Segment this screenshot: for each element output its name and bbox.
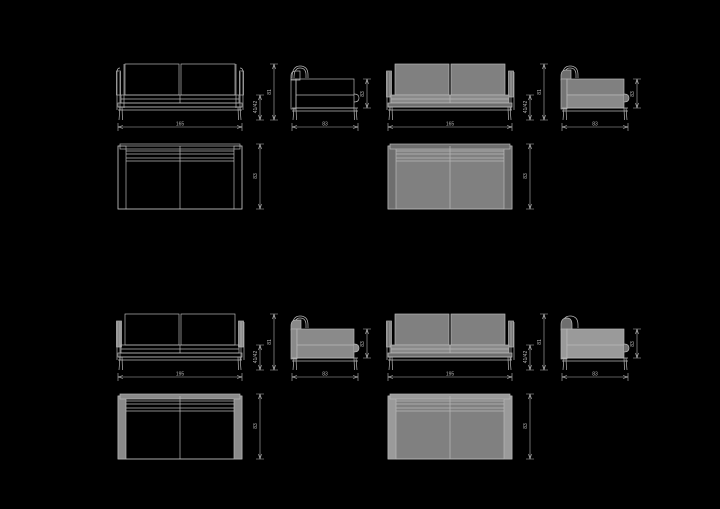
side-elevation-filled	[560, 65, 630, 121]
front-elevation-outline	[116, 313, 245, 371]
dimension-depth-side	[561, 123, 629, 131]
dimension-height-vertical	[526, 63, 548, 121]
dimension-height-vertical	[256, 63, 278, 121]
width-label-front: 165	[176, 122, 185, 128]
seat-height-label: 41/42	[253, 101, 259, 114]
plan-view-outline	[117, 393, 243, 460]
dimension-width-front	[117, 373, 243, 381]
dimension-height-vertical	[526, 313, 548, 371]
seat-height-label: 41/42	[253, 351, 259, 364]
variant-top-right: 165 41/42 81	[378, 50, 641, 215]
seat-height-label: 41/42	[523, 351, 529, 364]
side-elevation-outline	[290, 65, 360, 121]
side-height-label: 83	[360, 341, 366, 347]
plan-view-filled	[387, 393, 513, 460]
side-height-label: 83	[360, 91, 366, 97]
dimension-width-front	[387, 373, 513, 381]
side-height-label: 83	[630, 91, 636, 97]
dimension-height-vertical	[256, 313, 278, 371]
seat-height-label: 41/42	[523, 101, 529, 114]
side-height-label: 83	[630, 341, 636, 347]
dimension-side-height	[633, 328, 641, 359]
dimension-plan-depth	[526, 393, 534, 460]
side-elevation-filled	[560, 315, 630, 371]
dimension-depth-side	[561, 373, 629, 381]
dimension-side-height	[363, 78, 371, 109]
plan-view-filled	[387, 143, 513, 210]
width-label-front: 195	[446, 372, 455, 378]
side-elevation-outline	[290, 315, 360, 371]
dimension-plan-depth	[256, 143, 264, 210]
dimension-side-height	[363, 328, 371, 359]
depth-label-side: 83	[592, 122, 598, 128]
total-height-label: 81	[267, 339, 273, 345]
dimension-depth-side	[291, 373, 359, 381]
variant-bottom-left: 195 41/42 81	[108, 300, 371, 465]
depth-label-side: 83	[322, 372, 328, 378]
variant-top-left: 165 41/42 81	[108, 50, 371, 215]
total-height-label: 81	[267, 89, 273, 95]
depth-label-side: 83	[592, 372, 598, 378]
plan-depth-label: 83	[253, 423, 259, 429]
depth-label-side: 83	[322, 122, 328, 128]
width-label-front: 165	[446, 122, 455, 128]
dimension-plan-depth	[526, 143, 534, 210]
front-elevation-filled	[386, 63, 515, 121]
front-elevation-outline	[116, 63, 244, 121]
dimension-plan-depth	[256, 393, 264, 460]
total-height-label: 81	[537, 339, 543, 345]
variant-bottom-right: 195 41/42 81	[378, 300, 641, 465]
plan-depth-label: 83	[523, 173, 529, 179]
dimension-width-front	[387, 123, 513, 131]
dimension-side-height	[633, 78, 641, 109]
plan-view-outline	[117, 143, 243, 210]
total-height-label: 81	[537, 89, 543, 95]
plan-depth-label: 83	[253, 173, 259, 179]
dimension-width-front	[117, 123, 243, 131]
front-elevation-filled	[386, 313, 515, 371]
dimension-depth-side	[291, 123, 359, 131]
plan-depth-label: 83	[523, 423, 529, 429]
width-label-front: 195	[176, 372, 185, 378]
